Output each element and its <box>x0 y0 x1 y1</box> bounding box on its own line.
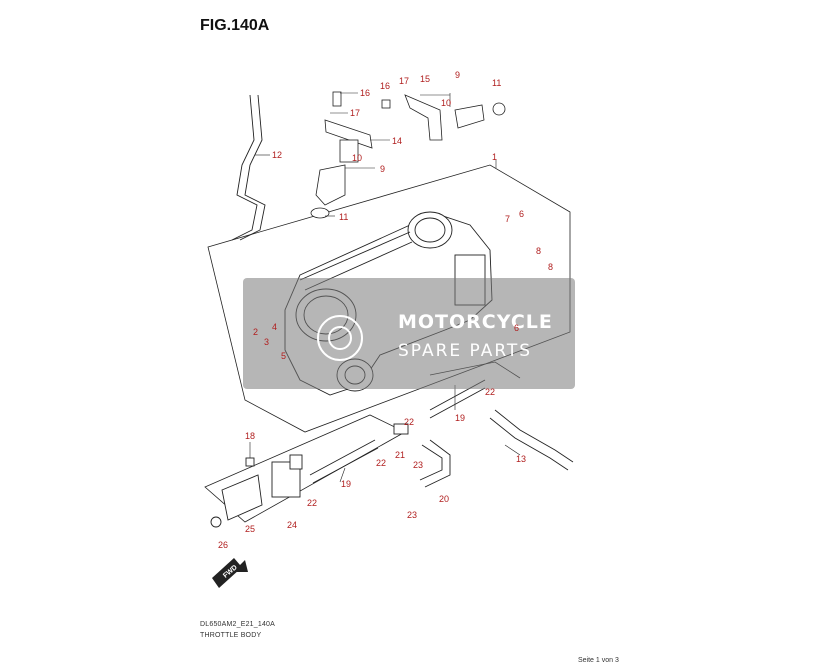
watermark-line2: SPARE PARTS <box>398 341 532 361</box>
watermark-line1: MOTORCYCLE <box>398 311 553 333</box>
callout-4: 4 <box>272 322 277 332</box>
figure-code: DL650AM2_E21_140A <box>200 621 276 628</box>
callout-3: 3 <box>264 337 269 347</box>
hose-12-edge <box>231 94 258 241</box>
fwd-arrow-icon <box>212 558 248 588</box>
injector-group <box>310 91 506 219</box>
solenoid-connector <box>289 454 303 470</box>
callout-22-d: 22 <box>307 498 317 508</box>
fuel-rail-right <box>404 94 443 141</box>
callout-15: 15 <box>420 74 430 84</box>
hose-20 <box>424 439 451 488</box>
bolt-18 <box>245 457 255 467</box>
nut-26 <box>210 516 222 528</box>
callout-6-upper: 6 <box>519 209 524 219</box>
callout-8-upper: 8 <box>536 246 541 256</box>
callout-22-c: 22 <box>376 458 386 468</box>
watermark: MOTORCYCLE SPARE PARTS <box>243 278 575 389</box>
page-indicator: Seite 1 von 3 <box>578 657 619 664</box>
callout-11-upper: 11 <box>492 78 501 88</box>
callout-17-left: 17 <box>350 108 360 118</box>
callout-8-lower: 8 <box>548 262 553 272</box>
callout-19-lower: 19 <box>341 479 351 489</box>
callout-6-lower: 6 <box>514 323 519 333</box>
callout-18: 18 <box>245 431 255 441</box>
callout-13: 13 <box>516 454 526 464</box>
callout-19-upper: 19 <box>455 413 465 423</box>
connector-21 <box>393 423 409 435</box>
callout-16-right: 16 <box>380 81 390 91</box>
hose-19-lower <box>309 439 376 476</box>
callout-24: 24 <box>287 520 297 530</box>
injector-right <box>454 104 485 129</box>
callout-5: 5 <box>281 351 286 361</box>
callout-12: 12 <box>272 150 282 160</box>
throttle-bore-rear-inner <box>414 217 446 243</box>
injector-left <box>315 164 346 206</box>
hose-13-edge <box>489 417 569 471</box>
callout-11-lower: 11 <box>339 212 348 222</box>
callout-17-right: 17 <box>399 76 409 86</box>
callout-10-lower: 10 <box>352 153 362 163</box>
watermark-gear-logo <box>317 315 363 361</box>
fuel-rail-left <box>324 119 373 149</box>
callout-16-left: 16 <box>360 88 370 98</box>
callout-23-upper: 23 <box>413 460 423 470</box>
callout-9-upper: 9 <box>455 70 460 80</box>
fwd-arrow: FWD <box>212 558 248 588</box>
hose-12 <box>239 94 266 241</box>
callout-21: 21 <box>395 450 405 460</box>
callout-20: 20 <box>439 494 449 504</box>
linkage-rod <box>299 231 411 281</box>
figure-name: THROTTLE BODY <box>200 632 262 639</box>
hose-19-upper-edge <box>429 387 486 419</box>
callout-26: 26 <box>218 540 228 550</box>
callout-9-lower: 9 <box>380 164 385 174</box>
leader-lines <box>249 92 521 483</box>
callout-1: 1 <box>492 152 497 162</box>
hose-20-edge <box>419 444 443 481</box>
callout-22-a: 22 <box>485 387 495 397</box>
callout-7: 7 <box>505 214 510 224</box>
callout-14: 14 <box>392 136 402 146</box>
watermark-box <box>243 278 575 389</box>
seal-right <box>492 102 506 116</box>
callout-25: 25 <box>245 524 255 534</box>
figure-title: FIG.140A <box>200 17 270 34</box>
callout-23-lower: 23 <box>407 510 417 520</box>
callout-2: 2 <box>253 327 258 337</box>
bolt-right <box>381 99 391 109</box>
callout-10-upper: 10 <box>441 98 451 108</box>
solenoid-valve <box>271 461 301 498</box>
seal-left <box>310 207 330 219</box>
callout-22-b: 22 <box>404 417 414 427</box>
hose-19-lower-edge <box>312 447 379 484</box>
mounting-bracket <box>221 474 263 521</box>
fuel-pipe-joint <box>339 139 359 163</box>
callouts: 1 2 3 4 5 6 6 7 8 8 9 9 10 10 11 11 12 1… <box>218 70 553 550</box>
bolt-left <box>332 91 342 107</box>
hose-13 <box>494 409 574 463</box>
solenoid-assembly <box>210 423 409 528</box>
